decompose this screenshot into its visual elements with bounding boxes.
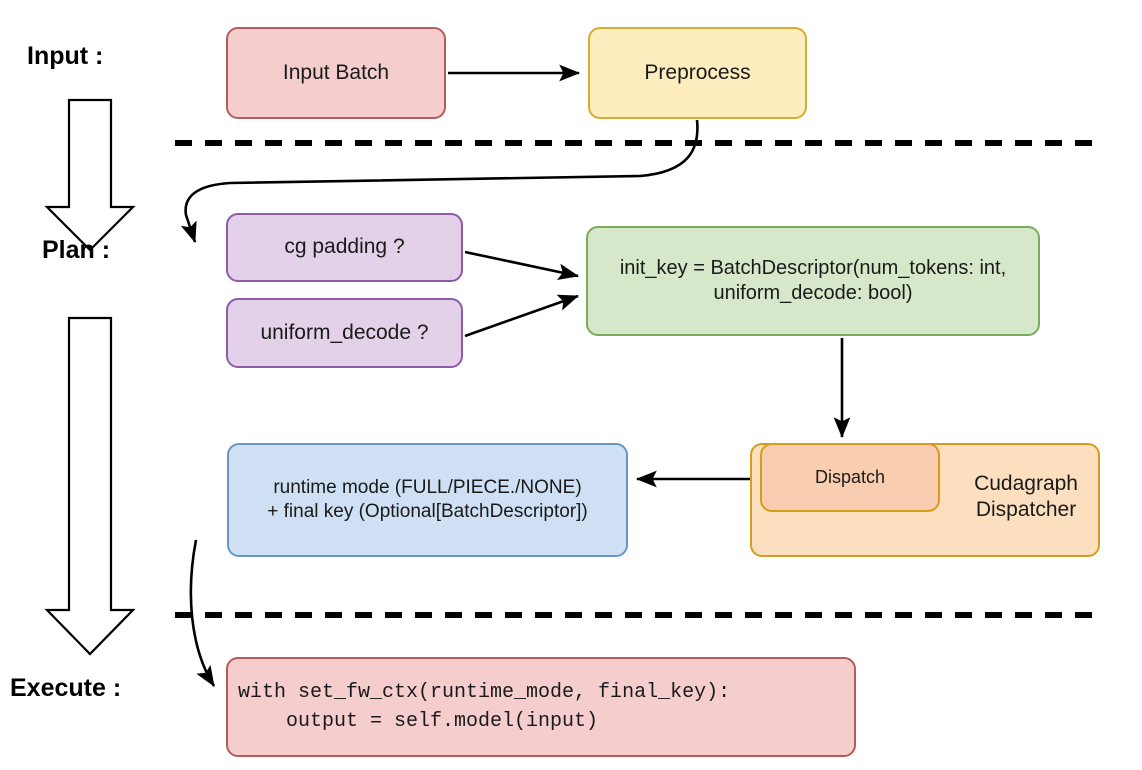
- stage-label-execute: Execute :: [10, 674, 122, 702]
- node-dispatch[interactable]: Dispatch: [760, 443, 940, 512]
- node-input-batch[interactable]: Input Batch: [226, 27, 446, 119]
- edge-preprocess-to-cg-padding: [180, 119, 699, 243]
- node-preprocess[interactable]: Preprocess: [588, 27, 807, 119]
- stage-label-input: Input :: [27, 42, 104, 70]
- edge-runtime-mode-to-code-block: [189, 539, 216, 687]
- node-init-key[interactable]: init_key = BatchDescriptor(num_tokens: i…: [586, 226, 1040, 336]
- node-uniform-decode[interactable]: uniform_decode ?: [226, 298, 463, 368]
- edge-cg-padding-to-init-key: [464, 250, 580, 281]
- stage-label-plan: Plan :: [42, 236, 111, 264]
- node-cg-padding[interactable]: cg padding ?: [226, 213, 463, 282]
- node-code-block[interactable]: with set_fw_ctx(runtime_mode, final_key)…: [226, 657, 856, 757]
- stage-arrow-plan-to-execute: [44, 316, 136, 656]
- node-runtime-mode[interactable]: runtime mode (FULL/PIECE./NONE) + final …: [227, 443, 628, 557]
- edge-uniform-decode-to-init-key: [464, 294, 579, 338]
- stage-arrow-input-to-plan: [44, 98, 136, 252]
